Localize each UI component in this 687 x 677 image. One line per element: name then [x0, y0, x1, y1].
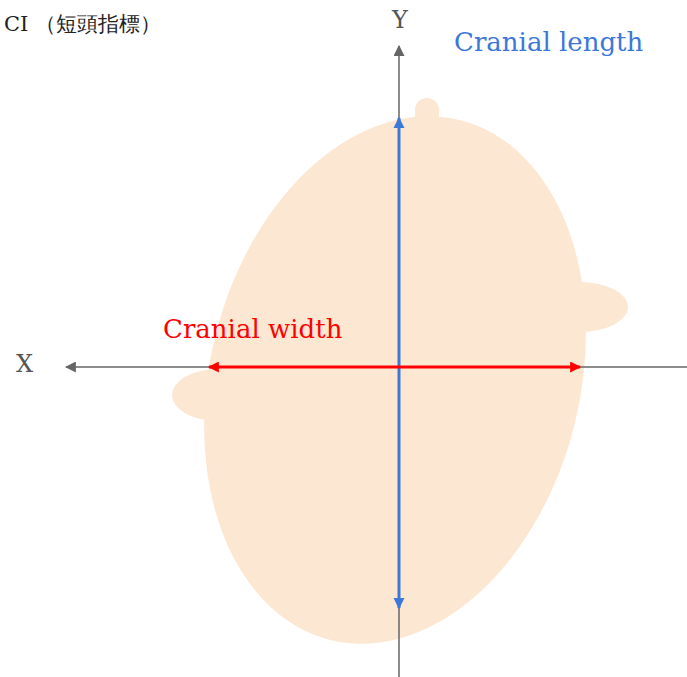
dimension-label: Cranial length: [454, 27, 643, 58]
width-arrow: [209, 366, 580, 369]
y-axis: [398, 46, 400, 677]
dimension-label: Cranial width: [163, 314, 342, 345]
axis-label: Y: [392, 6, 408, 35]
diagram-title: CI （短頭指標）: [4, 12, 161, 37]
head-shape: [151, 75, 640, 677]
x-axis: [66, 366, 687, 368]
axis-label: X: [16, 350, 33, 379]
length-arrow: [398, 118, 401, 608]
